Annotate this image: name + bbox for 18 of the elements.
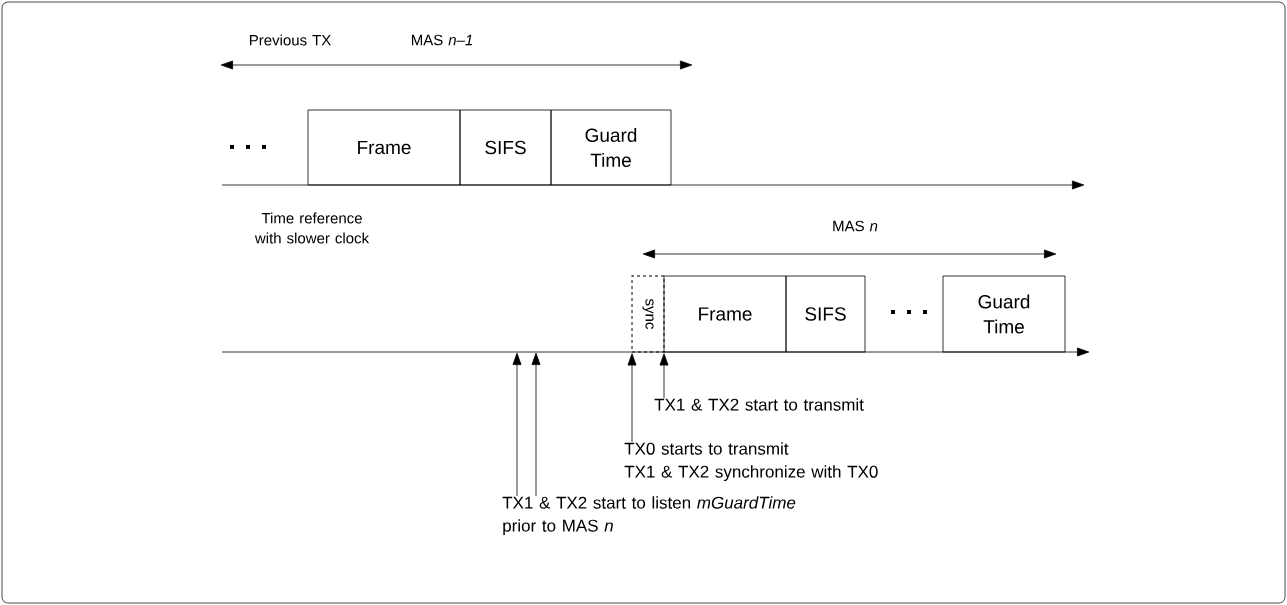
arrow xyxy=(531,352,541,497)
label: Time reference with slower clock xyxy=(254,212,370,244)
arrow xyxy=(512,352,522,497)
slot-box: SIFS xyxy=(459,109,552,186)
sync-box: sync xyxy=(631,275,665,353)
label: MAS n–1 xyxy=(411,34,472,46)
label: MAS n xyxy=(833,220,878,232)
slot-box: SIFS xyxy=(785,275,866,353)
slot-box: Guard Time xyxy=(942,275,1066,353)
callout-text: TX1 & TX2 start to transmit xyxy=(654,398,864,411)
slot-box: Frame xyxy=(663,275,787,353)
label: Previous TX xyxy=(249,34,331,46)
arrow xyxy=(627,353,637,443)
slot-box: Guard Time xyxy=(550,109,672,186)
slot-box: Frame xyxy=(307,109,461,186)
arrow xyxy=(659,353,669,399)
callout-text: TX0 starts to transmit TX1 & TX2 synchronize with TX0 xyxy=(624,442,878,482)
callout-text: TX1 & TX2 start to listen mGuardTime prior to MAS n xyxy=(502,496,796,536)
